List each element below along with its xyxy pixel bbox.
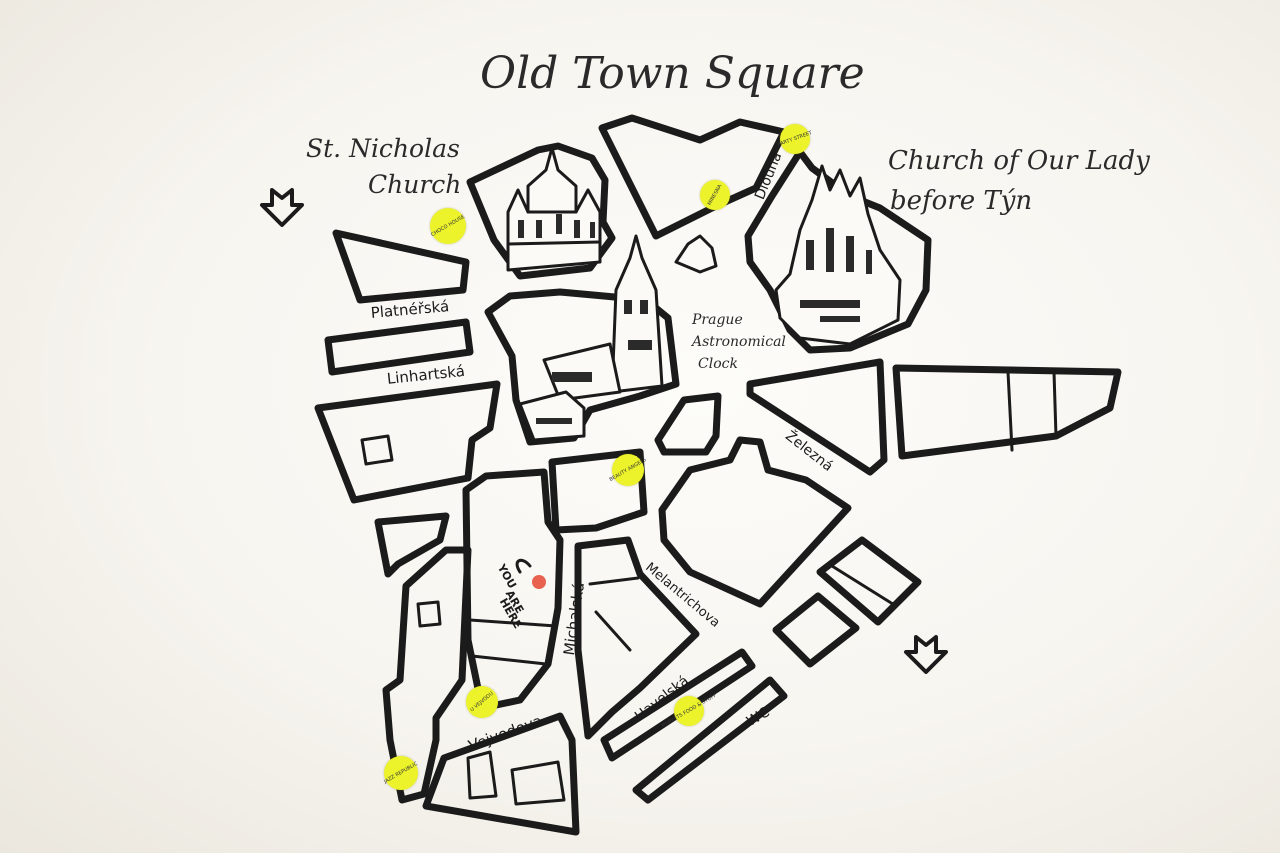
block-melantrichova-west <box>574 536 700 740</box>
block-platnerska-north <box>332 229 470 304</box>
block-se-a-inner <box>830 564 898 608</box>
block-platnerska-south <box>324 318 474 376</box>
you-are-here-inner <box>468 618 558 666</box>
tyn-church-drawing <box>774 164 902 346</box>
block-west-long <box>382 546 472 804</box>
block-zelezna-east <box>746 358 888 476</box>
block-near-clock-small <box>654 392 722 456</box>
jan-hus-monument-drawing <box>674 234 718 274</box>
exit-arrow-left-icon <box>260 188 304 227</box>
label-clock-line3: Clock <box>698 356 738 372</box>
you-are-here-marker <box>515 558 546 589</box>
label-tyn-line2: before Týn <box>890 186 1033 216</box>
marker-beauty-angels: BEAUTY ANGELS <box>609 454 647 486</box>
block-west-long-inner <box>416 600 442 628</box>
label-tyn-line1: Church of Our Lady <box>888 146 1150 176</box>
marker-jazz-republic: JAZZ REPUBLIC <box>383 756 419 790</box>
block-east-large <box>892 364 1122 460</box>
block-west-small <box>374 512 450 578</box>
block-se-a <box>816 536 922 626</box>
label-st-nicholas-line2: Church <box>368 170 462 199</box>
block-havelska-south <box>632 676 788 804</box>
st-nicholas-church-drawing <box>506 146 602 272</box>
map-title: Old Town Square <box>480 48 865 99</box>
block-east-divider-2 <box>1052 370 1058 438</box>
courtyard-linhartska <box>360 434 394 466</box>
marker-chocolate: CHOCO HOUSE <box>430 208 466 244</box>
label-clock-line1: Prague <box>692 312 743 328</box>
marker-u-vejvodu: U VEJVODU <box>466 686 498 718</box>
old-town-hall-drawing <box>518 234 664 442</box>
block-east-divider-1 <box>1006 370 1014 452</box>
marker-minesna: MINESNA <box>700 180 730 210</box>
block-melantrichova-east <box>658 436 852 608</box>
block-michalska-north <box>548 448 648 534</box>
exit-arrow-right-icon <box>904 635 948 674</box>
label-clock-line2: Astronomical <box>692 334 786 350</box>
label-st-nicholas-line1: St. Nicholas <box>306 134 460 163</box>
block-vejvodova-inner <box>466 750 566 806</box>
block-melantrichova-west-inner <box>588 576 640 652</box>
block-you-are-here <box>462 468 564 712</box>
block-vejvodova-south <box>422 712 580 836</box>
marker-party-street: PARTY STREET <box>777 124 813 154</box>
marker-markets: MARKETS FOOD & STUFF <box>660 692 718 730</box>
block-old-town-hall <box>484 288 680 446</box>
block-se-b <box>772 592 860 668</box>
block-linhartska-south <box>314 380 501 504</box>
block-havelska-north <box>600 648 756 762</box>
